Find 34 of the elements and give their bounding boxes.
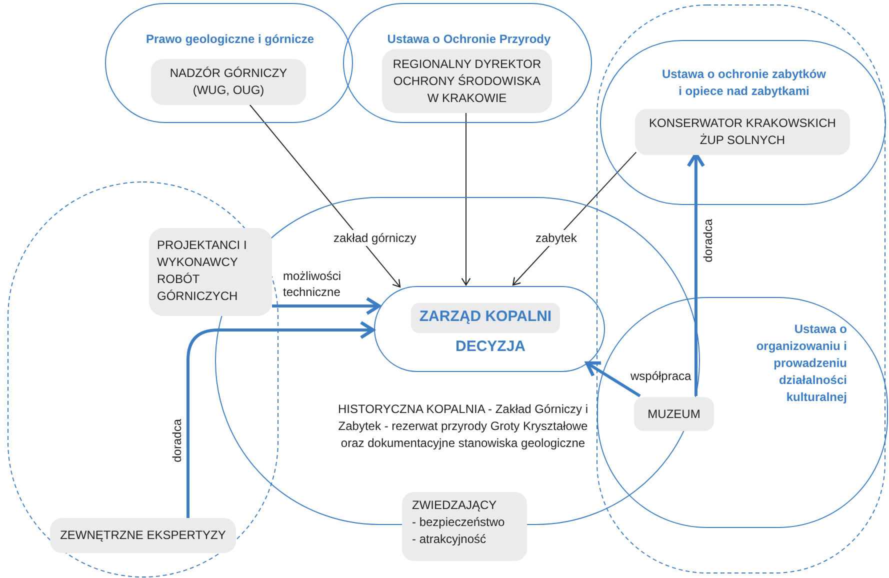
entity-label: ZWIEDZAJĄCY [412,497,498,514]
entity-box [149,228,272,316]
list-item: - atrakcyjność [412,531,488,548]
edge-label: zakład górniczy [332,230,418,246]
arrow [686,152,706,396]
section-title: Ustawa o ochronie zabytków i opiece nad zabytkami [660,66,828,100]
list-item: - bezpieczeństwo [412,514,506,531]
authority-box [382,49,552,113]
edge-label: możliwości techniczne [282,268,342,300]
section-title: Prawo geologiczne i górnicze [144,31,316,48]
authority-box [635,109,850,155]
entity-label: MUZEUM [646,406,702,423]
entity-label: KONSERWATOR KRAKOWSKICH ŻUP SOLNYCH [648,115,837,149]
arrow [512,152,637,286]
arrow [461,112,471,286]
description-text: HISTORYCZNA KOPALNIA - Zakład Górniczy i Zabytek - rezerwat przyrody Groty Kryształowe oraz dokumentacyjne stanowiska geologiczne [336,401,590,452]
decision-label: DECYZJA [454,338,526,355]
edge-label: zabytek [534,230,579,246]
arrow [585,361,641,398]
entity-label: REGIONALNY DYREKTOR OCHRONY ŚRODOWISKA W KRAKOWIE [392,56,542,107]
section-title: Ustawa o organizowaniu i prowadzeniu działalności kulturalnej [755,321,847,406]
section-title: Ustawa o Ochronie Przyrody [386,31,552,48]
entity-box [50,518,236,553]
entity-label: PROJEKTANCI I WYKONAWCY ROBÓT GÓRNICZYCH [157,237,248,305]
entity-box [634,397,714,431]
entity-label: ZARZĄD KOPALNI [418,308,553,325]
entity-box [402,492,527,561]
edge-label: współpraca [628,368,694,384]
arrow [248,104,401,288]
entity-label: NADZÓR GÓRNICZY (WUG, OUG) [168,65,288,99]
authority-box [151,59,306,105]
arrow [272,296,381,316]
arrow [186,320,375,518]
entity-label: ZEWNĘTRZNE EKSPERTYZY [59,527,227,544]
